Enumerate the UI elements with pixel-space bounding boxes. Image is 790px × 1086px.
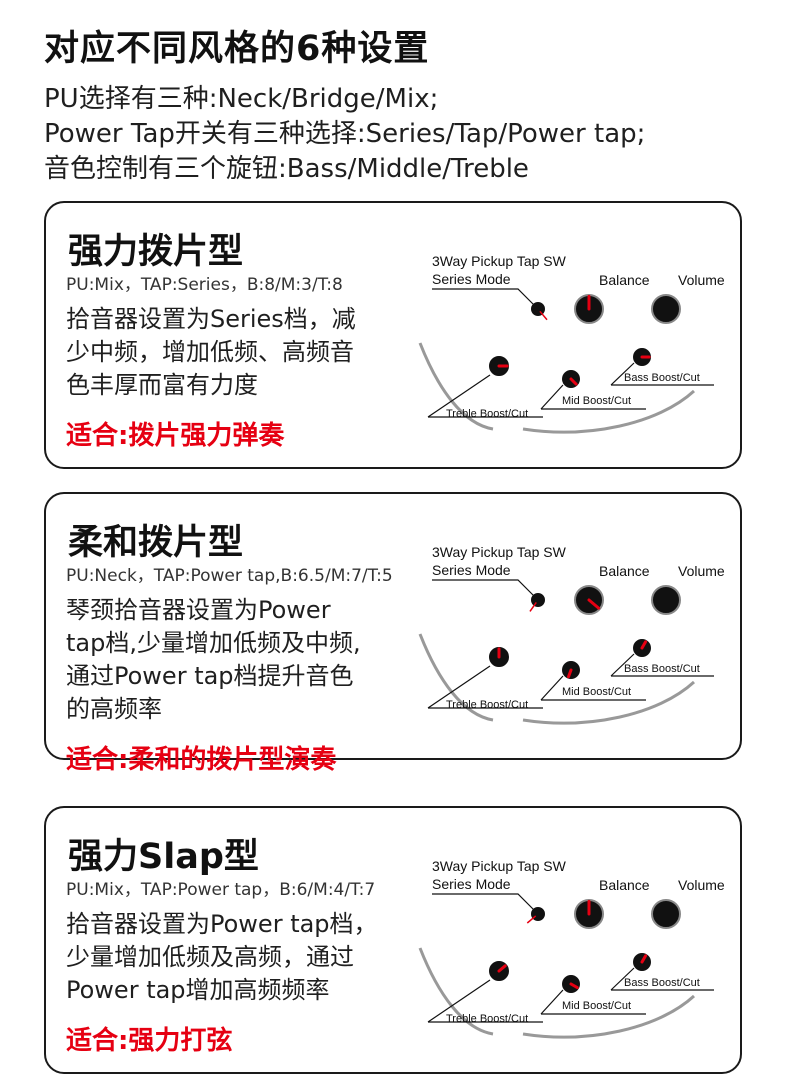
description-line: 拾音器设置为Power tap档， [66,910,378,938]
mid-label: Mid Boost/Cut [562,395,631,407]
pickup-switch-label: 3Way Pickup Tap SW [432,253,567,269]
balance-knob-icon [574,899,604,929]
balance-label: Balance [599,563,650,579]
bass-knob-icon [633,953,651,971]
series-mode-label: Series Mode [432,876,511,892]
control-diagram: 3Way Pickup Tap SW Series Mode Balance Volu… [418,544,725,725]
series-mode-label: Series Mode [432,271,511,287]
card-suitable-for: 适合:强力打弦 [66,1026,233,1056]
card-description: 拾音器设置为Power tap档， 少量增加低频及高频，通过 Power tap… [66,908,406,1007]
description-line: tap档,少量增加低频及中频, [66,629,361,657]
pickup-switch-icon [529,593,545,612]
bass-knob-icon [633,639,651,657]
volume-knob-icon [651,585,681,615]
pickup-switch-leader [432,579,535,597]
pickup-switch-label: 3Way Pickup Tap SW [432,544,567,560]
balance-knob-icon [574,294,604,324]
intro-line-power-tap: Power Tap开关有三种选择:Series/Tap/Power tap; [44,119,646,149]
series-mode-label: Series Mode [432,562,511,578]
balance-label: Balance [599,272,650,288]
volume-label: Volume [678,563,725,579]
card-description: 琴颈拾音器设置为Power tap档,少量增加低频及中频, 通过Power ta… [66,594,406,726]
page-title: 对应不同风格的6种设置 [44,29,430,69]
control-diagram: 3Way Pickup Tap SW Series Mode Balance Volu… [418,858,725,1039]
card-title: 柔和拨片型 [68,523,244,563]
bass-label: Bass Boost/Cut [624,977,700,989]
treble-knob-icon [489,647,509,667]
intro-line-tone-controls: 音色控制有三个旋钮:Bass/Middle/Treble [44,154,529,184]
description-line: 少中频，增加低频、高频音 [66,338,354,366]
description-line: 的高频率 [66,695,162,723]
volume-label: Volume [678,272,725,288]
volume-label: Volume [678,877,725,893]
bass-label: Bass Boost/Cut [624,663,700,675]
mid-knob-icon [562,661,580,679]
card-suitable-for: 适合:拨片强力弹奏 [66,421,285,451]
treble-knob-icon [489,356,509,376]
card-title: 强力Slap型 [68,837,259,877]
balance-knob-icon [574,585,604,615]
setting-card-powerful-pick: 强力拨片型 PU:Mix，TAP:Series，B:8/M:3/T:8 拾音器设… [44,201,742,469]
description-line: 通过Power tap档提升音色 [66,662,354,690]
pickup-switch-icon [531,302,548,321]
treble-label: Treble Boost/Cut [446,699,528,711]
setting-card-soft-pick: 柔和拨片型 PU:Neck，TAP:Power tap,B:6.5/M:7/T:… [44,492,742,775]
card-description: 拾音器设置为Series档，减 少中频，增加低频、高频音 色丰厚而富有力度 [66,303,406,402]
description-line: Power tap增加高频频率 [66,976,330,1004]
setting-card-powerful-slap: 强力Slap型 PU:Mix，TAP:Power tap，B:6/M:4/T:7… [44,806,742,1074]
volume-knob-icon [651,294,681,324]
description-line: 琴颈拾音器设置为Power [66,596,331,624]
mid-knob-icon [562,975,580,993]
pickup-switch-icon [526,907,545,924]
body-curve-bottom [522,680,696,725]
balance-label: Balance [599,877,650,893]
card-title: 强力拨片型 [68,232,244,272]
mid-label: Mid Boost/Cut [562,686,631,698]
treble-knob-icon [489,961,509,981]
intro-line-pickup: PU选择有三种:Neck/Bridge/Mix; [44,84,439,114]
card-params: PU:Mix，TAP:Series，B:8/M:3/T:8 [66,275,343,295]
card-suitable-for: 适合:柔和的拨片型演奏 [66,745,337,775]
card-params: PU:Neck，TAP:Power tap,B:6.5/M:7/T:5 [66,566,393,586]
treble-label: Treble Boost/Cut [446,1013,528,1025]
volume-knob-icon [651,899,681,929]
body-curve-bottom [522,389,696,434]
mid-label: Mid Boost/Cut [562,1000,631,1012]
intro-text: PU选择有三种:Neck/Bridge/Mix; Power Tap开关有三种选… [44,82,645,187]
pickup-switch-leader [432,893,535,911]
bass-label: Bass Boost/Cut [624,372,700,384]
body-curve-bottom [522,994,696,1039]
description-line: 少量增加低频及高频，通过 [66,943,354,971]
card-params: PU:Mix，TAP:Power tap，B:6/M:4/T:7 [66,880,376,900]
pickup-switch-leader [432,288,535,306]
bass-knob-icon [633,348,651,366]
description-line: 色丰厚而富有力度 [66,371,258,399]
pickup-switch-label: 3Way Pickup Tap SW [432,858,567,874]
description-line: 拾音器设置为Series档，减 [66,305,356,333]
control-diagram: 3Way Pickup Tap SW Series Mode Balance Volu… [418,253,725,434]
treble-label: Treble Boost/Cut [446,408,528,420]
mid-knob-icon [562,370,580,388]
